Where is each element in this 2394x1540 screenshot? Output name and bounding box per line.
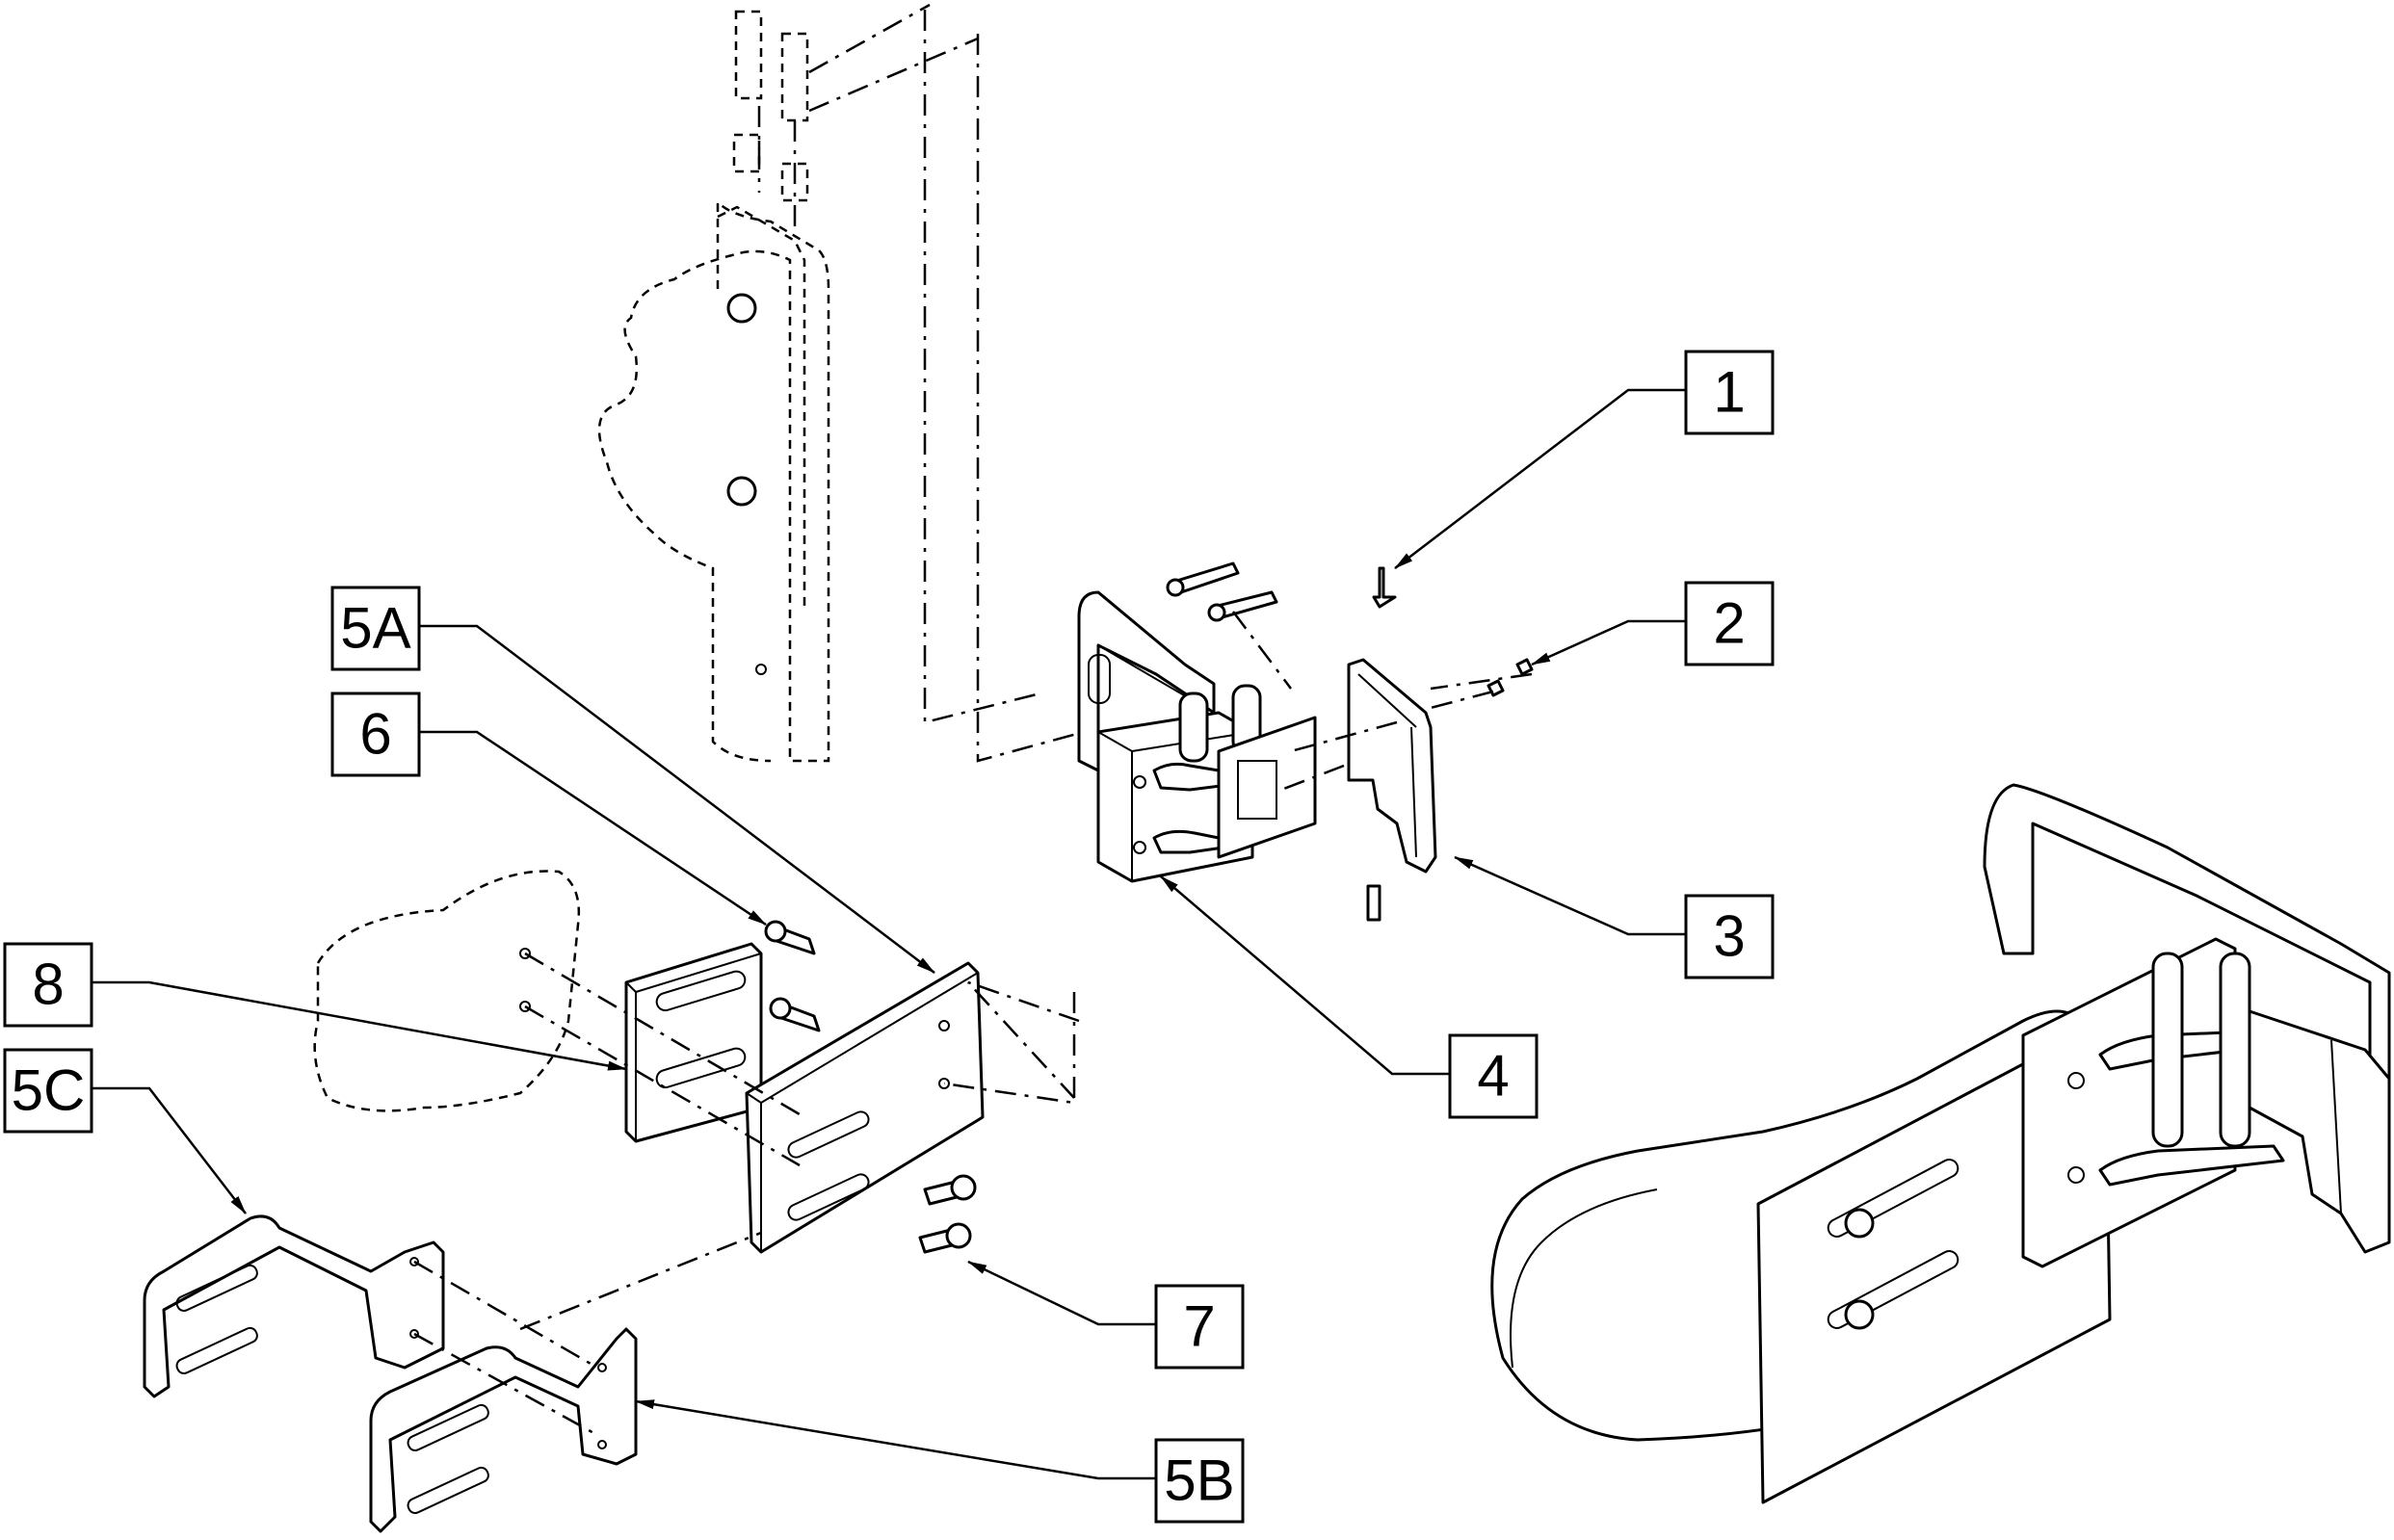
callout-1-text: 1: [1713, 360, 1745, 425]
callout-5b: 5B: [635, 1399, 1245, 1524]
callout-3-box: [1684, 894, 1775, 979]
callout-8-text: 8: [32, 953, 64, 1017]
callout-7: 7: [967, 1260, 1245, 1370]
callout-2-text: 2: [1713, 591, 1745, 656]
callout-2-box: [1684, 581, 1775, 666]
callout-5b-box: [1154, 1438, 1245, 1524]
callout-6-text: 6: [359, 702, 391, 767]
callout-6: 6: [330, 692, 767, 927]
callout-7-text: 7: [1183, 1294, 1215, 1359]
callout-5c-box: [3, 1048, 93, 1134]
callout-6-box: [330, 692, 421, 777]
hinge-assembly: [1077, 561, 1534, 922]
callout-8-box: [3, 942, 93, 1028]
callout-5c: 5C: [3, 1048, 247, 1214]
assembled-view: [1490, 783, 2391, 1504]
callout-4-text: 4: [1477, 1044, 1509, 1109]
callout-8: 8: [3, 942, 627, 1071]
callout-1-box: [1684, 350, 1775, 435]
callout-3-text: 3: [1713, 904, 1745, 969]
callout-3: 3: [1454, 855, 1775, 979]
mounting-plates: [313, 870, 1080, 1254]
callout-7-box: [1154, 1284, 1245, 1370]
callout-4: 4: [1160, 875, 1539, 1119]
callout-5c-text: 5C: [12, 1058, 86, 1123]
callout-1: 1: [1394, 350, 1775, 569]
callout-4-box: [1448, 1033, 1539, 1119]
callout-2: 2: [1531, 581, 1775, 666]
callout-5b-text: 5B: [1164, 1449, 1234, 1513]
ghost-backrest-frame: [597, 3, 1085, 763]
callout-5a: 5A: [330, 586, 935, 974]
callout-5a-box: [330, 586, 421, 671]
z-brackets: [143, 1214, 762, 1533]
callout-5a-text: 5A: [340, 596, 410, 661]
